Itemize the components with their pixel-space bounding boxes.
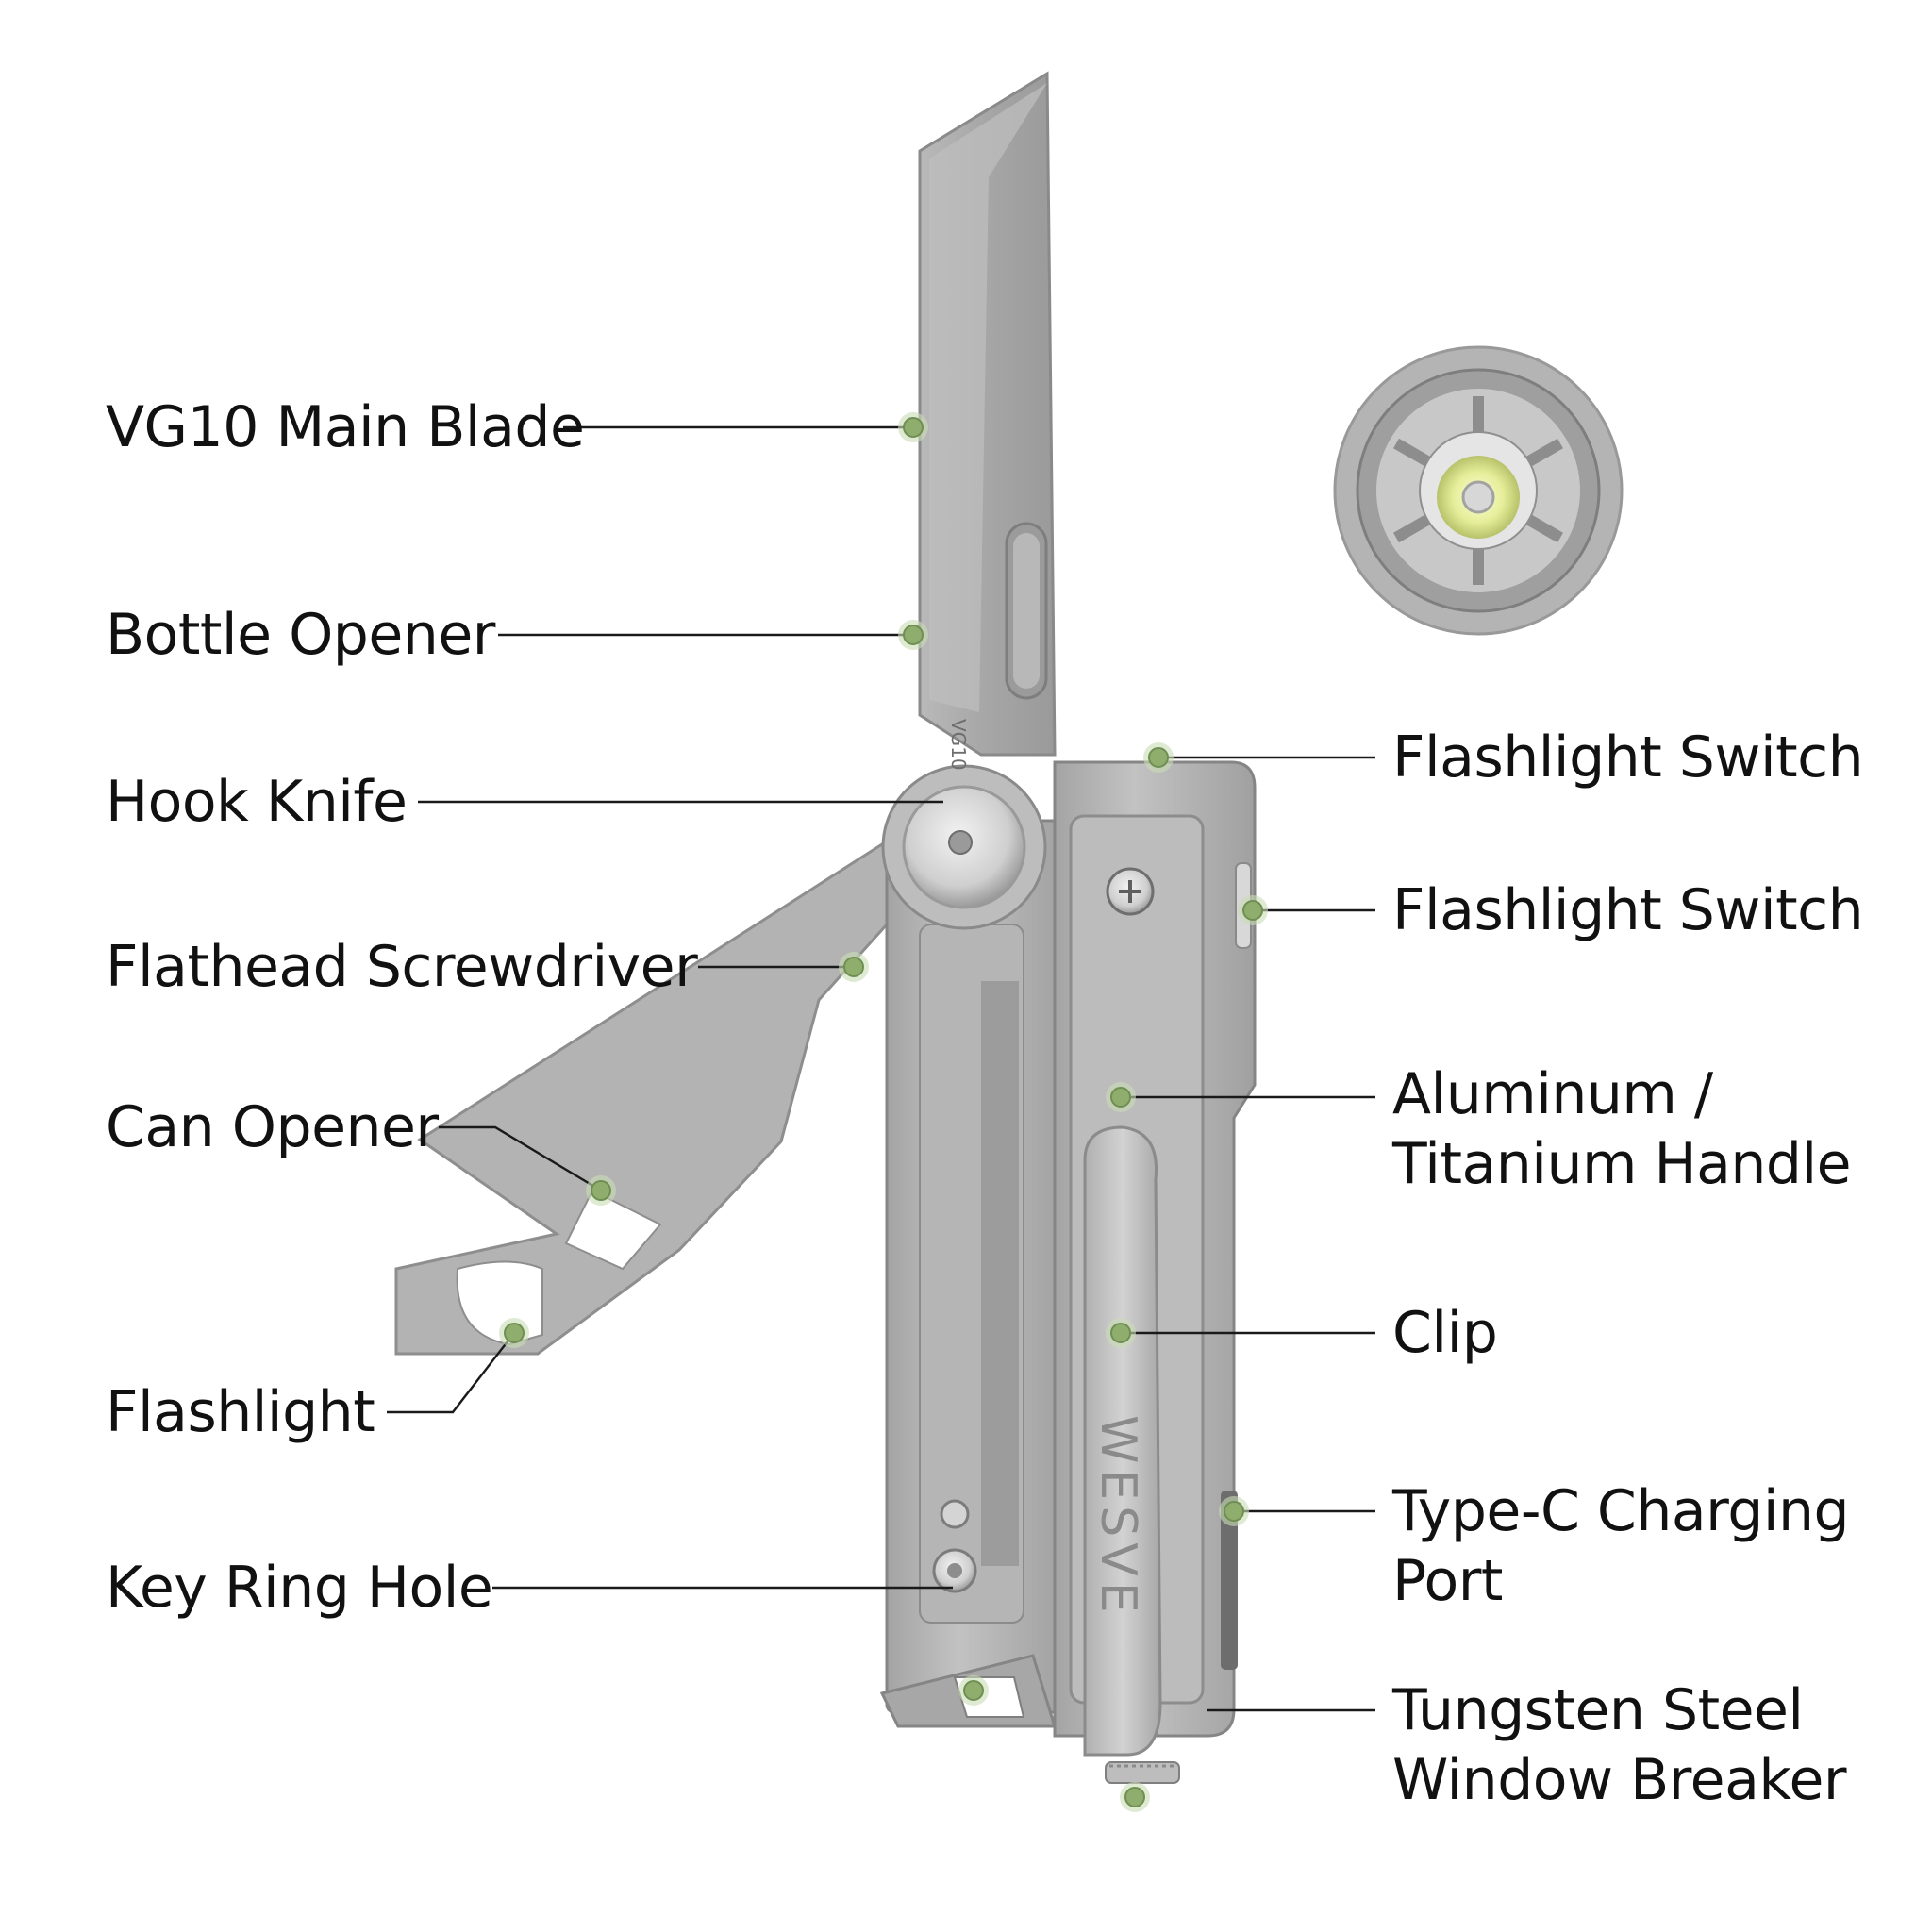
dot-main-blade xyxy=(903,417,924,438)
dot-breaker xyxy=(1124,1787,1145,1807)
label-flashlight-switch-side: Flashlight Switch xyxy=(1392,877,1864,943)
pivot xyxy=(881,764,1047,930)
label-handle-line1: Aluminum / xyxy=(1392,1061,1713,1127)
pocket-clip xyxy=(1083,1125,1162,1757)
main-blade xyxy=(918,71,1057,757)
dot-switch-top xyxy=(1148,747,1169,768)
dot-clip xyxy=(1110,1323,1131,1343)
leader-can-opener xyxy=(439,1125,602,1192)
label-key-ring-hole: Key Ring Hole xyxy=(106,1555,493,1621)
label-breaker-line1: Tungsten Steel xyxy=(1392,1677,1804,1743)
dot-screwdriver xyxy=(843,957,864,977)
label-breaker-line2: Window Breaker xyxy=(1392,1747,1847,1813)
dot-charging xyxy=(1224,1501,1244,1522)
blade-steel-marking: VG10 xyxy=(947,719,970,771)
label-charging-port: Type-C Charging Port xyxy=(1392,1476,1850,1616)
label-charging-line2: Port xyxy=(1392,1548,1503,1614)
label-can-opener: Can Opener xyxy=(106,1094,439,1160)
label-flathead-screwdriver: Flathead Screwdriver xyxy=(106,934,698,1000)
label-handle-line2: Titanium Handle xyxy=(1392,1131,1852,1197)
label-flashlight: Flashlight xyxy=(106,1379,375,1445)
label-bottle-opener: Bottle Opener xyxy=(106,602,495,668)
dot-switch-side xyxy=(1242,900,1263,921)
label-main-blade: VG10 Main Blade xyxy=(106,394,585,460)
dot-bottle-opener xyxy=(903,625,924,645)
leader-flashlight xyxy=(387,1332,515,1414)
label-flashlight-switch-top: Flashlight Switch xyxy=(1392,724,1864,791)
can-opener-arm xyxy=(394,841,906,1356)
window-breaker xyxy=(1105,1761,1180,1784)
flashlight-inset xyxy=(1333,345,1624,636)
dot-key-ring-lower xyxy=(963,1680,984,1701)
label-handle: Aluminum / Titanium Handle xyxy=(1392,1059,1852,1199)
dot-flashlight xyxy=(504,1323,525,1343)
brand-marking: WESVE xyxy=(1090,1415,1146,1619)
handle-left-liner xyxy=(879,819,1068,1728)
label-clip: Clip xyxy=(1392,1300,1498,1366)
label-charging-line1: Type-C Charging xyxy=(1392,1478,1850,1544)
dot-handle xyxy=(1110,1087,1131,1108)
dot-can-opener xyxy=(591,1180,611,1201)
label-hook-knife: Hook Knife xyxy=(106,769,408,835)
callout-dots xyxy=(499,412,1268,1812)
label-window-breaker: Tungsten Steel Window Breaker xyxy=(1392,1675,1847,1815)
leader-lines xyxy=(387,425,1375,1712)
charging-port-slot xyxy=(1221,1491,1238,1670)
